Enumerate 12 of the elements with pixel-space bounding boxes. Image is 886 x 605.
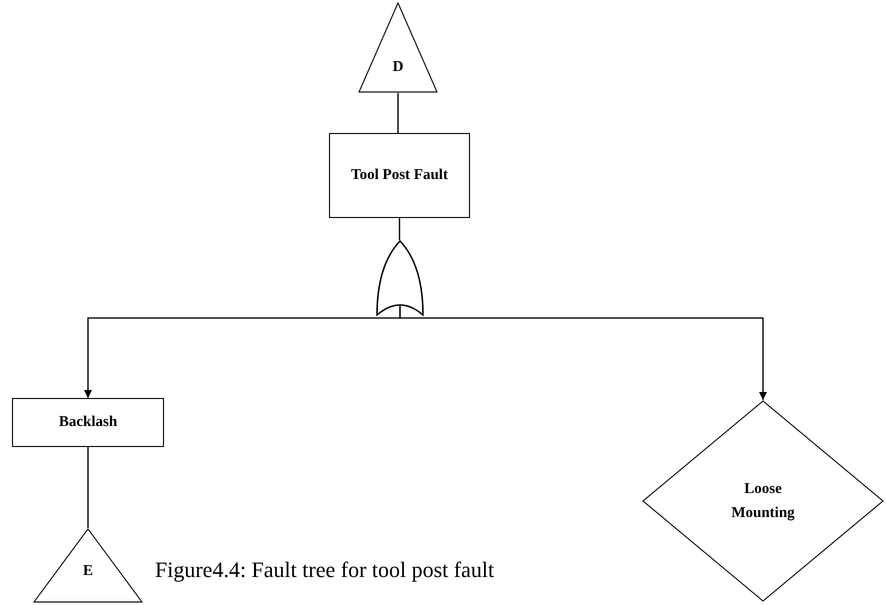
event-label: D — [392, 58, 404, 77]
connector-line — [398, 218, 400, 240]
connector-line — [87, 447, 89, 528]
event-label: Loose Mounting — [730, 480, 796, 523]
event-label: E — [82, 562, 93, 582]
figure-caption: Figure4.4: Fault tree for tool post fault — [155, 556, 494, 584]
arrow — [399, 306, 767, 400]
event-box — [329, 133, 470, 218]
event-label: Backlash — [58, 413, 118, 432]
event-box — [12, 398, 164, 447]
event-label: Tool Post Fault — [351, 166, 448, 186]
connector-line — [397, 93, 399, 133]
